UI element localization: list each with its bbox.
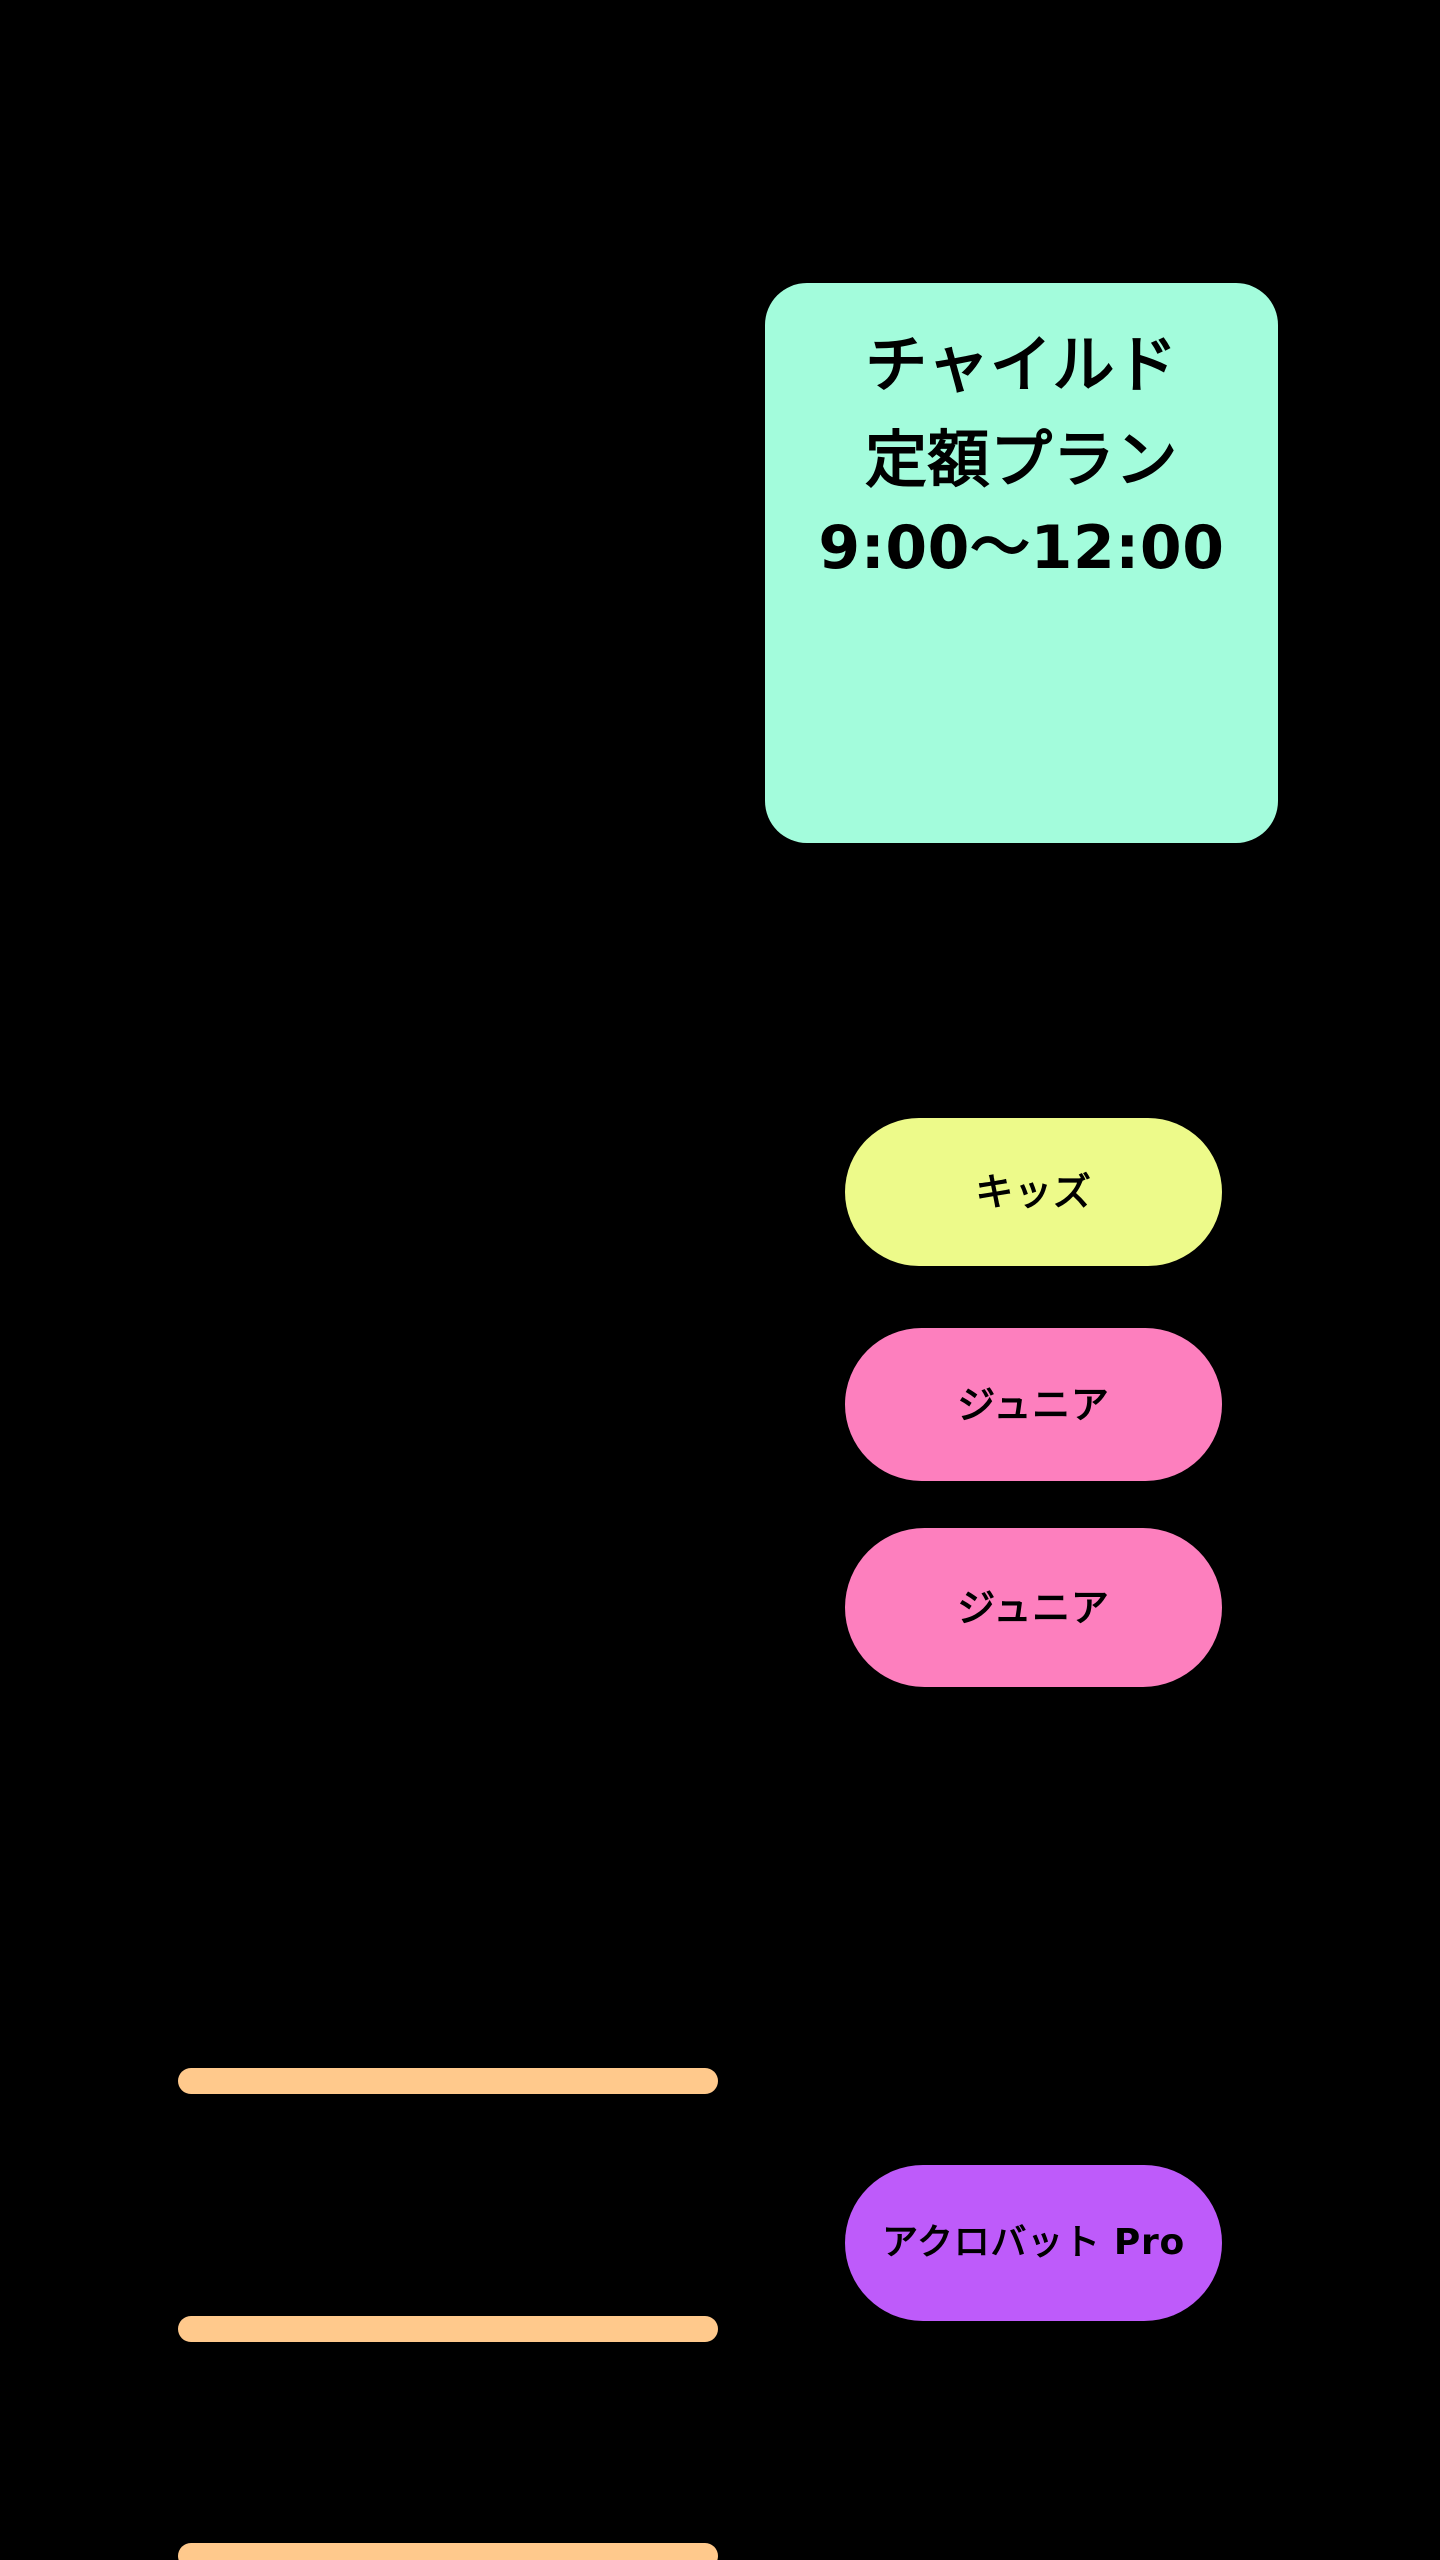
plan-card-time-range: 9:00〜12:00: [818, 512, 1225, 583]
plan-card-title-line-2: 定額プラン: [864, 423, 1179, 497]
pill-junior-2[interactable]: ジュニア: [845, 1528, 1222, 1687]
pill-acrobat-pro-label: アクロバット Pro: [882, 2222, 1185, 2263]
plan-card-title-line-1: チャイルド: [865, 328, 1178, 401]
pill-junior-1-label: ジュニア: [957, 1382, 1110, 1427]
pill-junior-2-label: ジュニア: [957, 1585, 1110, 1630]
pill-junior-1[interactable]: ジュニア: [845, 1328, 1222, 1481]
divider-bar-3: [178, 2543, 718, 2560]
pill-acrobat-pro[interactable]: アクロバット Pro: [845, 2165, 1222, 2321]
plan-card-child-fixed[interactable]: チャイルド 定額プラン 9:00〜12:00: [765, 283, 1278, 843]
divider-bar-1: [178, 2068, 718, 2094]
divider-bar-2: [178, 2316, 718, 2342]
pill-kids-label: キッズ: [975, 1170, 1092, 1214]
pill-kids[interactable]: キッズ: [845, 1118, 1222, 1266]
